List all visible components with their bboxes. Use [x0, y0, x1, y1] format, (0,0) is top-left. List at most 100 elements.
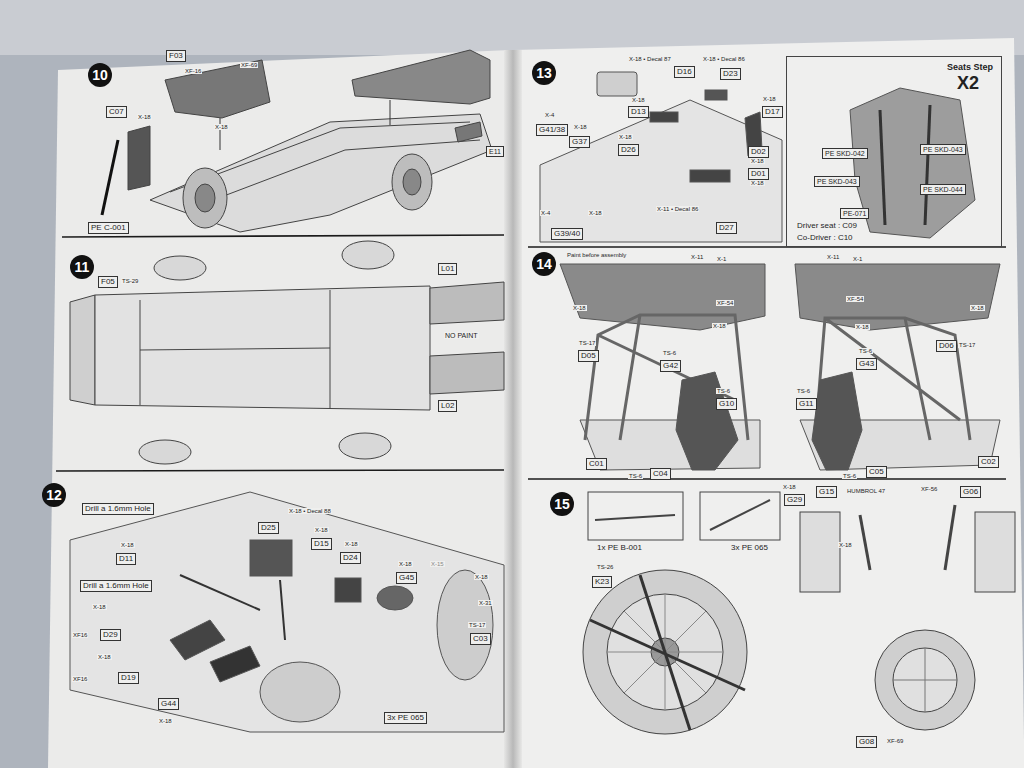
- part-number: C02: [978, 456, 999, 468]
- part-number: D27: [716, 222, 737, 234]
- part-number: PE SKD-043: [814, 176, 860, 187]
- part-number: PE SKD-042: [822, 148, 868, 159]
- paint-code: X-1: [852, 256, 863, 262]
- paint-code: Driver seat : C09: [796, 222, 858, 230]
- part-number: G29: [784, 494, 805, 506]
- illustration-part: [430, 352, 504, 394]
- part-number: E11: [486, 146, 504, 157]
- illustration-part: [150, 114, 492, 232]
- paint-code: X-18: [618, 134, 633, 140]
- part-number: D24: [340, 552, 361, 564]
- paint-code: XF-54: [846, 296, 864, 302]
- illustration-part: [705, 90, 727, 100]
- illustration-part: [925, 105, 930, 225]
- illustration-part: [514, 38, 1024, 768]
- illustration-part: [140, 300, 141, 405]
- step14-art: [560, 264, 1000, 470]
- part-number: Drill a 1.6mm Hole: [80, 580, 152, 592]
- paint-code: TS-6: [796, 388, 811, 394]
- paint-code: Co-Driver : C10: [796, 234, 854, 242]
- paint-code: X-31: [478, 600, 493, 606]
- part-number: PE SKD-044: [920, 184, 966, 195]
- part-number: G41/38: [536, 124, 568, 136]
- part-number: D16: [674, 66, 695, 78]
- paint-code: X-18: [970, 305, 985, 311]
- illustration-part: [893, 648, 957, 712]
- illustration-part: [128, 126, 150, 190]
- illustration-part: [377, 586, 413, 610]
- illustration-part: [183, 168, 227, 228]
- paint-code: X-18: [782, 484, 797, 490]
- paint-code: X-18: [158, 718, 173, 724]
- paint-code: X-11: [690, 254, 704, 260]
- part-number: D25: [258, 522, 279, 534]
- paint-code: X-18 • Decal 86: [702, 56, 746, 62]
- paint-code: X-18: [750, 158, 765, 164]
- paint-code: 3x PE 065: [730, 544, 769, 552]
- part-number: L01: [438, 263, 457, 275]
- illustration-part: [650, 112, 678, 122]
- step11-art: [70, 241, 504, 464]
- part-number: C07: [106, 106, 127, 118]
- paint-code: X-18: [92, 604, 107, 610]
- step10-art: [102, 50, 492, 232]
- illustration-part: [165, 60, 270, 118]
- paint-code: X-18: [631, 97, 646, 103]
- part-number: C01: [586, 458, 607, 470]
- paint-code: X-11: [826, 254, 840, 260]
- part-number: D13: [628, 106, 649, 118]
- illustration-part: [392, 154, 432, 210]
- paint-code: X-18: [573, 124, 588, 130]
- step-number-text: 12: [46, 487, 62, 503]
- step-number: 15: [550, 492, 574, 516]
- paint-code: HUMBROL 47: [846, 488, 886, 494]
- illustration-part: [945, 505, 955, 570]
- paint-code: TS-6: [858, 348, 873, 354]
- illustration-part: [70, 492, 504, 732]
- paint-code: X-18: [588, 210, 603, 216]
- illustration-part: [330, 290, 331, 408]
- illustration-part: [48, 50, 514, 768]
- paint-code: Paint before assembly: [566, 252, 627, 258]
- illustration-part: [200, 140, 480, 205]
- paint-code: X-18: [572, 305, 587, 311]
- illustration-part: [140, 348, 330, 350]
- part-number: C03: [470, 633, 491, 645]
- paint-code: X-18: [762, 96, 777, 102]
- part-number: F03: [166, 50, 186, 62]
- illustration-part: [597, 72, 637, 96]
- step-number: 14: [532, 252, 556, 276]
- part-number: D19: [118, 672, 139, 684]
- illustration-part: [588, 492, 683, 540]
- step-number-text: 14: [536, 256, 552, 272]
- part-number: D26: [618, 144, 639, 156]
- paint-code: X-4: [544, 112, 555, 118]
- part-number: G42: [660, 360, 681, 372]
- paint-code: TS-6: [842, 473, 857, 479]
- inset-panel: Seats StepX2: [786, 56, 1002, 247]
- paint-code: X-18: [97, 654, 112, 660]
- paint-code: XF16: [72, 632, 88, 638]
- paint-code: NO PAINT: [444, 332, 479, 339]
- illustration-part: [860, 515, 870, 570]
- part-number: G10: [716, 398, 737, 410]
- paint-code: TS-6: [628, 473, 643, 479]
- part-number: D01: [748, 168, 769, 180]
- illustration-part: [700, 492, 780, 540]
- illustration-part: [335, 578, 361, 602]
- part-number: L02: [438, 400, 457, 412]
- illustration-part: [875, 630, 975, 730]
- illustration-part: [56, 470, 504, 471]
- part-number: D05: [578, 350, 599, 362]
- part-number: G37: [569, 136, 590, 148]
- illustration-part: [250, 540, 292, 576]
- paint-code: X-18: [344, 541, 359, 547]
- part-number: G08: [856, 736, 877, 748]
- step12-art: [70, 492, 504, 732]
- part-number: D23: [720, 68, 741, 80]
- step-number-text: 15: [554, 496, 570, 512]
- part-number: G11: [796, 398, 817, 410]
- paint-code: X-18: [120, 542, 135, 548]
